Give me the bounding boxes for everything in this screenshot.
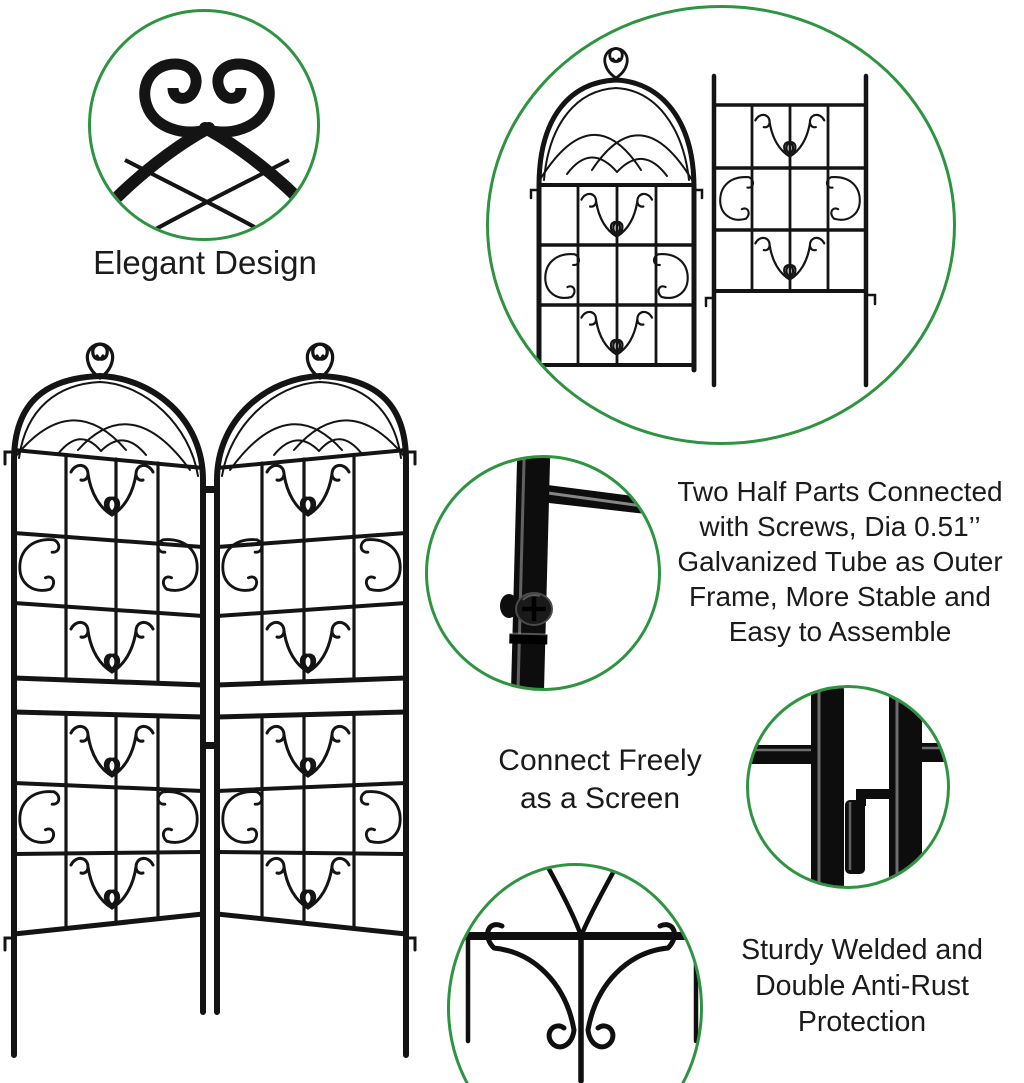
welded-joint-closeup-image	[749, 688, 947, 886]
callout-two-half-panels-circle	[486, 5, 956, 445]
sturdy-welded-label: Sturdy Welded and Double Anti-Rust Prote…	[741, 934, 983, 1038]
trellis-scroll-pattern-closeup-image	[450, 866, 700, 1083]
connect-freely-label: Connect Freely as a Screen	[498, 744, 702, 815]
half-parts-description-label: Two Half Parts Connected with Screws, Di…	[677, 476, 1003, 647]
callout-trellis-pattern-circle	[447, 863, 703, 1083]
callout-elegant-design-circle	[88, 9, 320, 241]
callout-welded-joint-circle	[746, 685, 950, 889]
main-trellis-product-image	[0, 328, 430, 1083]
screw-connection-closeup-image	[500, 458, 658, 688]
scroll-top-closeup-image	[93, 58, 317, 238]
two-half-panels-image	[529, 47, 877, 388]
elegant-design-label: Elegant Design	[93, 244, 317, 281]
callout-screw-connection-circle	[425, 455, 661, 691]
